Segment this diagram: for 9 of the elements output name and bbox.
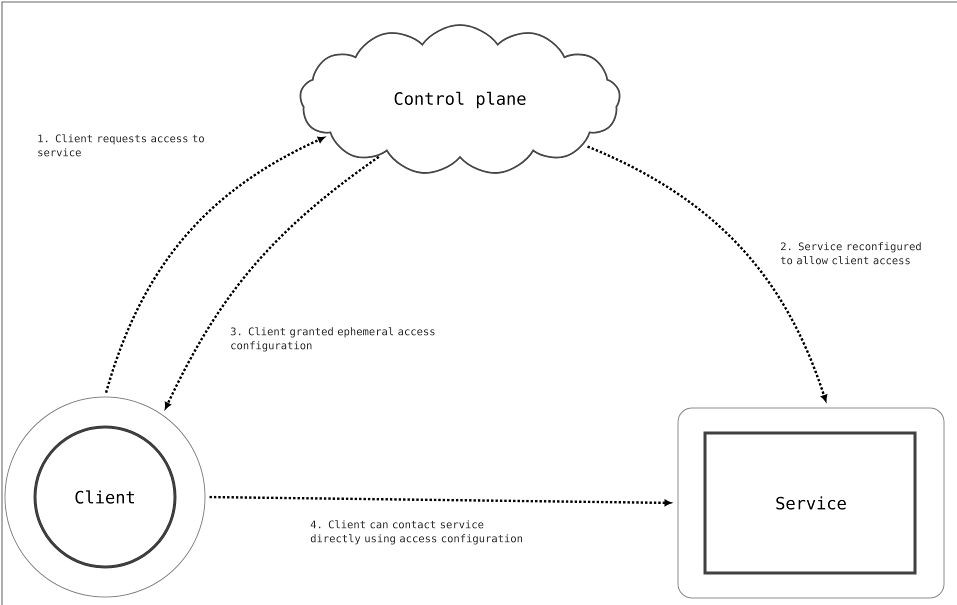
edge-label: 1. Client requests access to service xyxy=(38,134,204,156)
edge-label: 3. Client granted ephemeral access configuration xyxy=(230,327,435,352)
edge-label: 2. Service reconfigured to allow client access xyxy=(780,242,921,264)
edge-label: 4. Client can contact service directly using access configuration xyxy=(310,520,522,544)
service-box: Service xyxy=(678,408,945,598)
arrow xyxy=(587,145,828,402)
arrow xyxy=(164,156,380,410)
arrow xyxy=(210,496,672,506)
arrow xyxy=(104,136,325,393)
